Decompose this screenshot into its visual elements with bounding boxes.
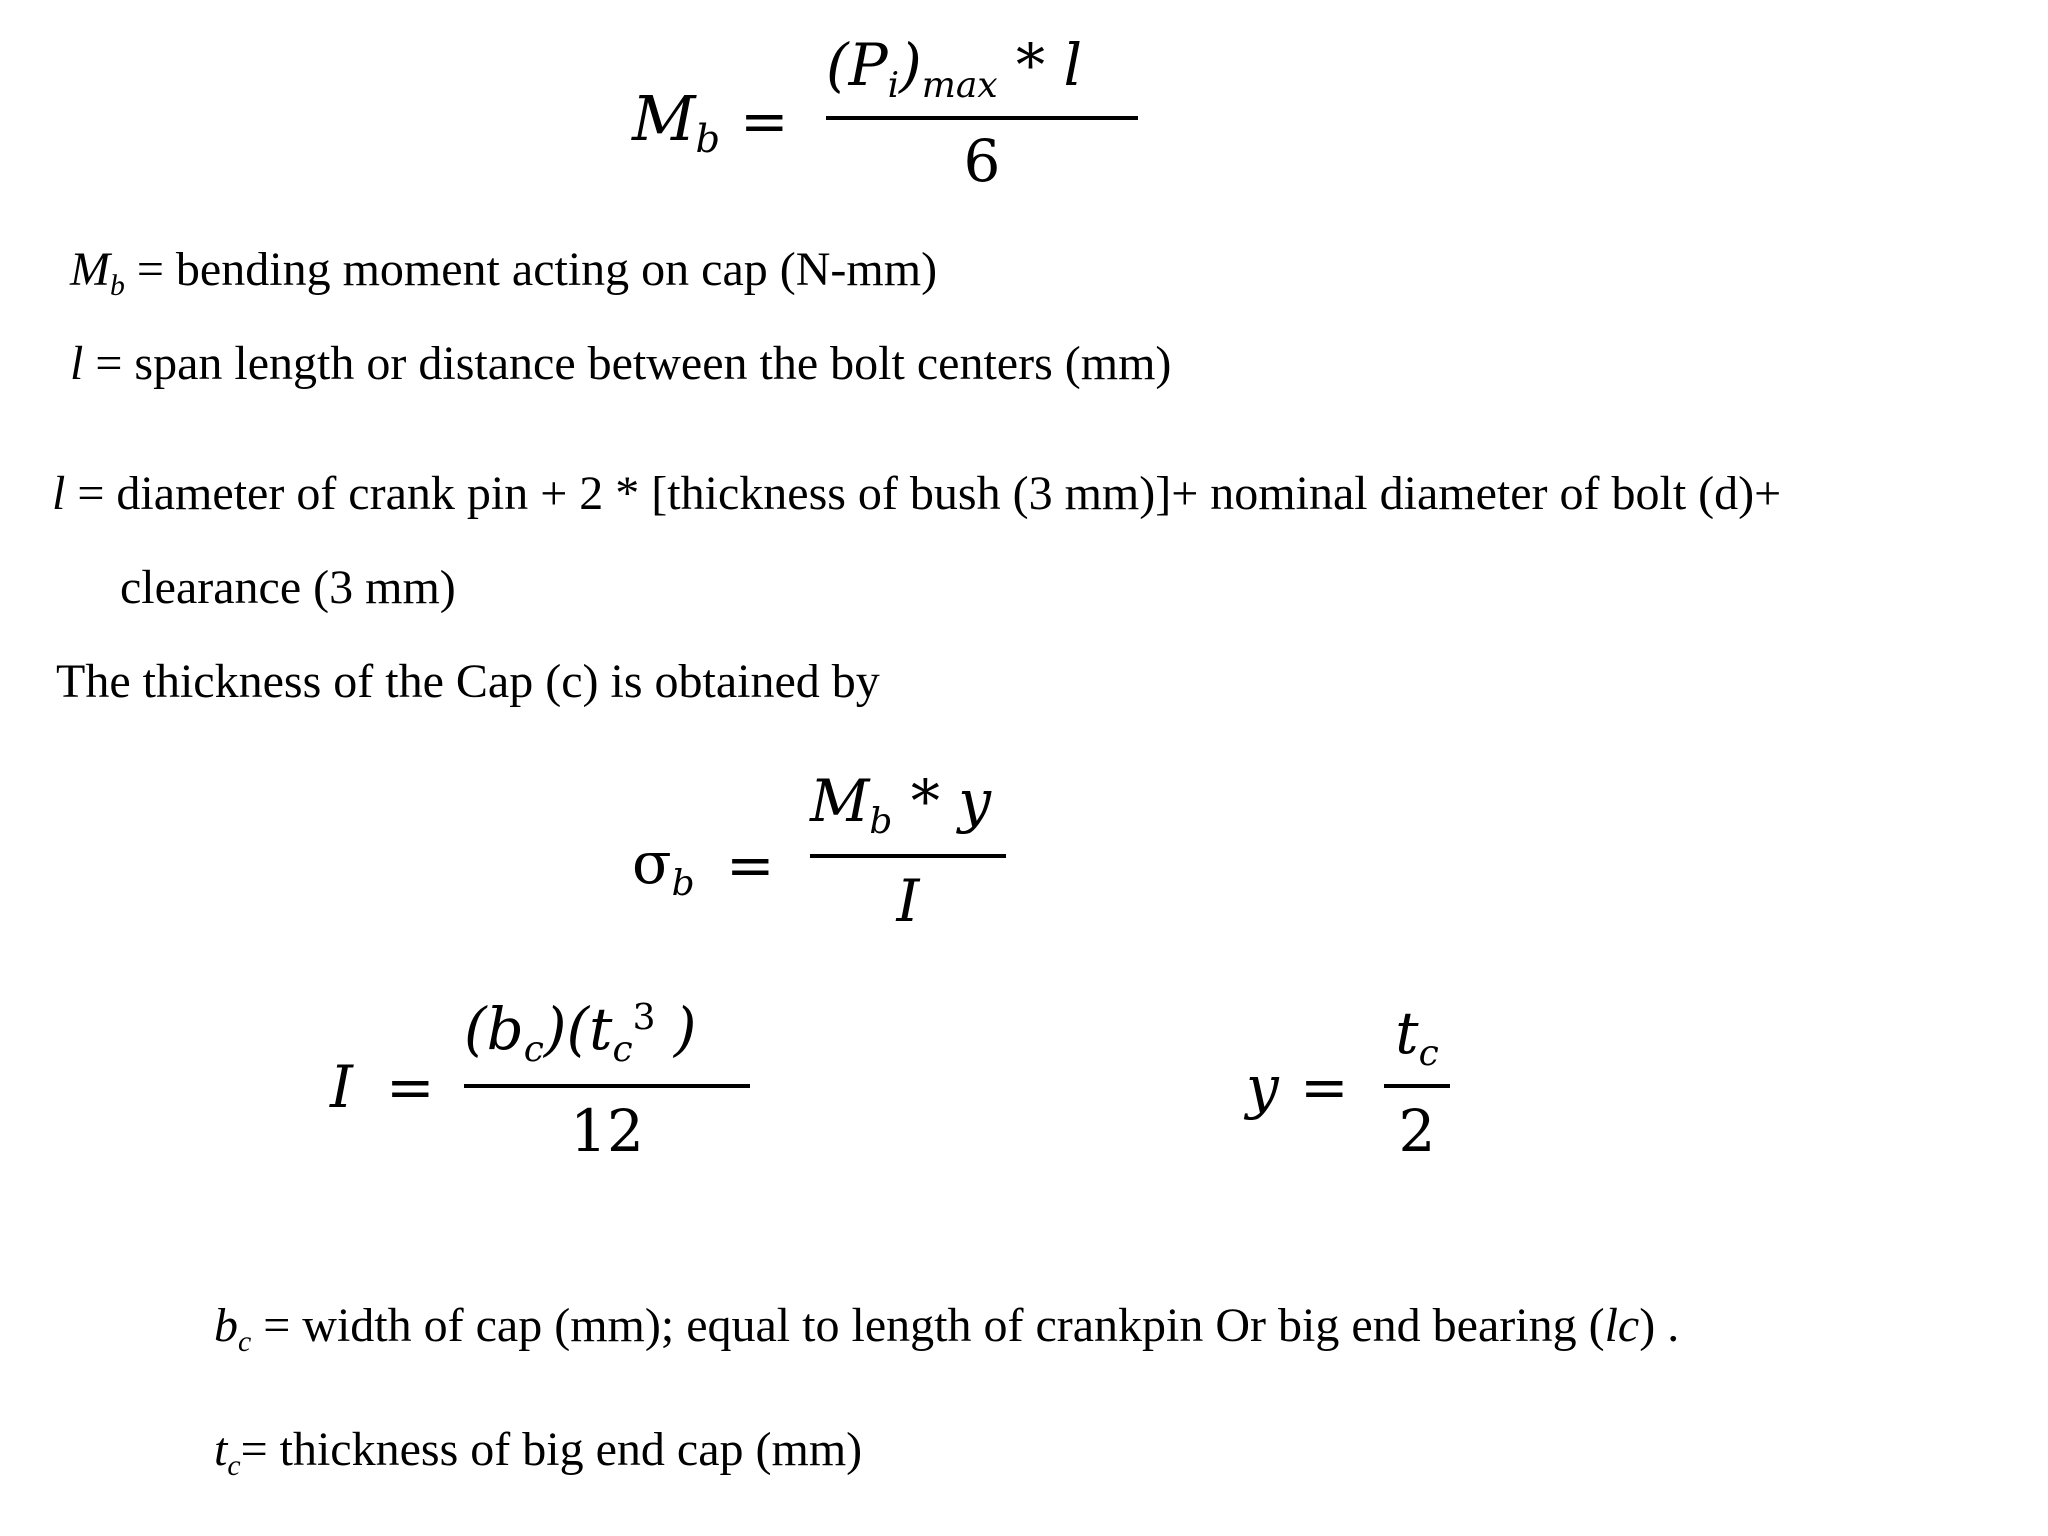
tc-subscript: c xyxy=(227,1448,241,1482)
y-num-sub: c xyxy=(1418,1032,1439,1074)
y-equals-sign: = xyxy=(1300,1053,1349,1121)
mb-num-star: * xyxy=(1016,31,1046,99)
mb-equals-sign: = xyxy=(740,87,789,155)
sigma-subscript: b xyxy=(671,862,695,904)
tc-symbol: t xyxy=(214,1423,228,1476)
mb-lhs: Mb xyxy=(632,88,720,160)
mb-definition: Mb = bending moment acting on cap (N-mm) xyxy=(70,243,938,300)
y-denominator: 2 xyxy=(1398,1097,1436,1165)
y-num-t: t xyxy=(1395,999,1419,1067)
mb-num-open: (P xyxy=(826,31,888,99)
bc-subscript: c xyxy=(238,1324,252,1358)
l-span-definition: l = span length or distance between the … xyxy=(70,340,1171,388)
mb-lhs-subscript: b xyxy=(695,117,721,163)
tc-text: = thickness of big end cap (mm) xyxy=(240,1423,863,1476)
inertia-equals-sign: = xyxy=(386,1053,435,1121)
sigma-num-y: y xyxy=(958,767,992,835)
l-span-symbol: l xyxy=(70,337,84,390)
mb-num-sub-i: i xyxy=(887,64,900,106)
l-formula-symbol: l xyxy=(52,467,66,520)
inertia-num-t-sup: 3 xyxy=(632,997,656,1039)
mb-num-close: ) xyxy=(899,31,922,99)
bc-italic-lc: lc xyxy=(1604,1299,1640,1352)
l-formula-definition: l = diameter of crank pin + 2 * [thickne… xyxy=(52,470,1781,518)
sigma-num-star: * xyxy=(910,767,940,835)
inertia-num-t-sub: c xyxy=(612,1028,633,1070)
y-lhs: y xyxy=(1246,1053,1279,1121)
inertia-num-b-sub: c xyxy=(523,1028,544,1070)
inertia-num-t-open: (t xyxy=(566,995,613,1063)
sigma-lhs: σb xyxy=(632,834,695,901)
sigma-num-M: M xyxy=(810,767,870,835)
y-fraction-bar xyxy=(1384,1084,1450,1088)
inertia-fraction-bar xyxy=(464,1084,750,1088)
inertia-num-t-close: ) xyxy=(655,995,697,1063)
inertia-num-b-close: ) xyxy=(543,995,567,1063)
bc-text-before: = width of cap (mm); equal to length of … xyxy=(251,1299,1605,1352)
sigma-symbol: σ xyxy=(632,829,672,897)
bc-text-after: ) . xyxy=(1639,1299,1680,1352)
y-numerator: tc xyxy=(1384,1004,1450,1071)
inertia-num-b-open: (b xyxy=(464,995,524,1063)
bc-definition: bc = width of cap (mm); equal to length … xyxy=(214,1299,1680,1356)
mb-num-sub-max: max xyxy=(921,64,998,106)
mb-fraction-bar xyxy=(826,116,1138,120)
inertia-denominator: 12 xyxy=(570,1097,644,1165)
mb-num-l: l xyxy=(1063,31,1083,99)
inertia-numerator: (bc)(tc3 ) xyxy=(464,997,697,1067)
inertia-lhs: I xyxy=(330,1053,353,1121)
sigma-fraction-bar xyxy=(810,854,1006,858)
sigma-numerator: Mb * y xyxy=(810,772,991,839)
cap-thickness-intro: The thickness of the Cap (c) is obtained… xyxy=(56,655,880,708)
mb-numerator: (Pi)max * l xyxy=(826,36,1082,103)
mb-def-subscript: b xyxy=(109,268,125,302)
l-span-text: = span length or distance between the bo… xyxy=(83,337,1172,390)
mb-def-text: = bending moment acting on cap (N-mm) xyxy=(124,243,938,296)
l-formula-continuation: clearance (3 mm) xyxy=(120,561,456,614)
mb-def-symbol: M xyxy=(70,243,110,296)
bc-symbol: b xyxy=(214,1299,238,1352)
sigma-equals-sign: = xyxy=(726,831,775,899)
tc-definition: tc= thickness of big end cap (mm) xyxy=(214,1423,863,1480)
sigma-num-sub-b: b xyxy=(869,800,893,842)
sigma-denominator: I xyxy=(896,867,920,935)
mb-denominator: 6 xyxy=(963,127,1001,195)
l-formula-text: = diameter of crank pin + 2 * [thickness… xyxy=(65,467,1782,520)
mb-lhs-symbol: M xyxy=(632,82,696,155)
